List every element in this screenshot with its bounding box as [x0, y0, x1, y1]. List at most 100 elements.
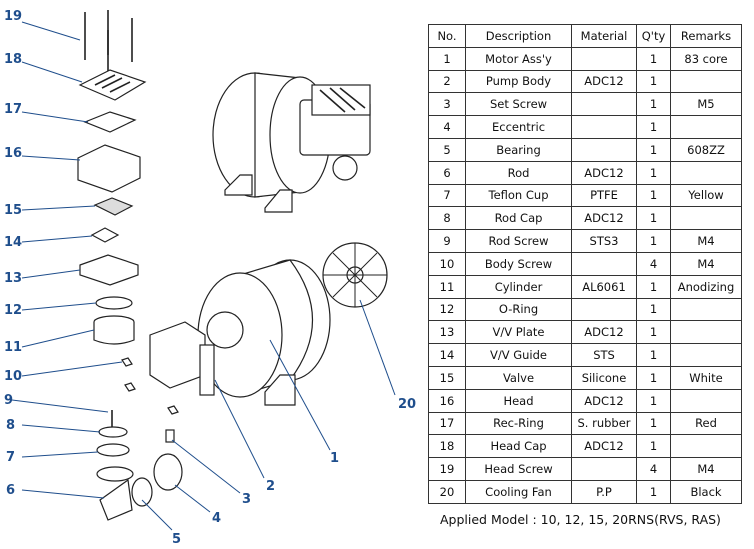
- cell-material: PTFE: [571, 183, 637, 208]
- callout-9: 9: [4, 393, 13, 408]
- cell-remarks: M5: [670, 92, 742, 117]
- callout-7: 7: [6, 450, 15, 465]
- cell-no: 19: [428, 457, 466, 481]
- cell-qty: 1: [636, 115, 671, 139]
- cell-remarks: [670, 343, 742, 367]
- cell-no: 11: [428, 274, 466, 299]
- callout-15: 15: [4, 203, 22, 218]
- assembled-pump-illustration: [212, 72, 371, 213]
- cell-remarks: 83 core: [670, 46, 742, 71]
- cell-qty: 1: [636, 434, 671, 459]
- exploded-view-diagram: 19 18 17 16 15 14 13 12 11 10 9 8 7 6 5 …: [4, 9, 416, 547]
- cell-remarks: [670, 69, 742, 94]
- col-header-description: Description: [465, 24, 572, 48]
- cell-description: Set Screw: [465, 92, 572, 117]
- cell-no: 10: [428, 251, 466, 276]
- cell-qty: 1: [636, 411, 671, 436]
- callout-17: 17: [4, 102, 22, 117]
- cell-material: S. rubber: [571, 411, 637, 436]
- callout-12: 12: [4, 303, 22, 318]
- cell-description: Motor Ass'y: [465, 46, 572, 71]
- cell-qty: 1: [636, 137, 671, 162]
- cell-description: Rec-Ring: [465, 411, 572, 436]
- cell-remarks: Black: [670, 479, 742, 504]
- exploded-parts-stack: [77, 10, 183, 521]
- cell-description: Pump Body: [465, 69, 572, 94]
- leader-lines: [11, 21, 396, 531]
- callout-1: 1: [330, 451, 339, 466]
- cell-no: 2: [428, 69, 466, 94]
- cell-qty: 1: [636, 229, 671, 253]
- exploded-pump-illustration: [149, 242, 388, 406]
- cell-material: P.P: [571, 479, 637, 504]
- cell-qty: 1: [636, 69, 671, 94]
- cell-material: ADC12: [571, 320, 637, 345]
- cell-no: 13: [428, 320, 466, 345]
- cell-qty: 1: [636, 365, 671, 390]
- cell-remarks: Yellow: [670, 183, 742, 208]
- cell-qty: 4: [636, 457, 671, 481]
- callout-14: 14: [4, 235, 22, 250]
- cell-remarks: Anodizing: [670, 274, 742, 299]
- cell-qty: 1: [636, 320, 671, 345]
- cell-qty: 1: [636, 479, 671, 504]
- cell-description: O-Ring: [465, 297, 572, 322]
- cell-material: [571, 251, 637, 276]
- cell-remarks: M4: [670, 251, 742, 276]
- col-header-remarks: Remarks: [670, 24, 742, 48]
- callout-6: 6: [6, 483, 15, 498]
- cell-no: 15: [428, 365, 466, 390]
- callout-3: 3: [242, 492, 251, 507]
- cell-no: 14: [428, 343, 466, 367]
- cell-remarks: [670, 160, 742, 185]
- cell-remarks: [670, 434, 742, 459]
- cell-remarks: [670, 206, 742, 231]
- cell-material: ADC12: [571, 434, 637, 459]
- table-header-row: No. Description Material Q'ty Remarks: [428, 24, 742, 48]
- col-header-material: Material: [571, 24, 637, 48]
- cell-remarks: [670, 320, 742, 345]
- cell-no: 18: [428, 434, 466, 459]
- callout-11: 11: [4, 340, 22, 355]
- callout-20: 20: [398, 397, 416, 412]
- cell-remarks: [670, 115, 742, 139]
- cell-description: Bearing: [465, 137, 572, 162]
- cell-description: Rod: [465, 160, 572, 185]
- cell-description: Teflon Cup: [465, 183, 572, 208]
- cell-remarks: [670, 297, 742, 322]
- cell-remarks: M4: [670, 229, 742, 253]
- cell-description: Cylinder: [465, 274, 572, 299]
- callout-8: 8: [6, 418, 15, 433]
- callout-19: 19: [4, 9, 22, 24]
- cell-description: V/V Guide: [465, 343, 572, 367]
- cell-description: Eccentric: [465, 115, 572, 139]
- col-header-no: No.: [428, 24, 466, 48]
- cell-no: 3: [428, 92, 466, 117]
- callout-10: 10: [4, 369, 22, 384]
- cell-no: 17: [428, 411, 466, 436]
- cell-qty: 1: [636, 92, 671, 117]
- cell-description: Rod Screw: [465, 229, 572, 253]
- cell-qty: 1: [636, 183, 671, 208]
- cell-no: 1: [428, 46, 466, 71]
- cell-material: [571, 46, 637, 71]
- cell-material: ADC12: [571, 206, 637, 231]
- callout-5: 5: [172, 532, 181, 547]
- cell-material: Silicone: [571, 365, 637, 390]
- cell-qty: 1: [636, 274, 671, 299]
